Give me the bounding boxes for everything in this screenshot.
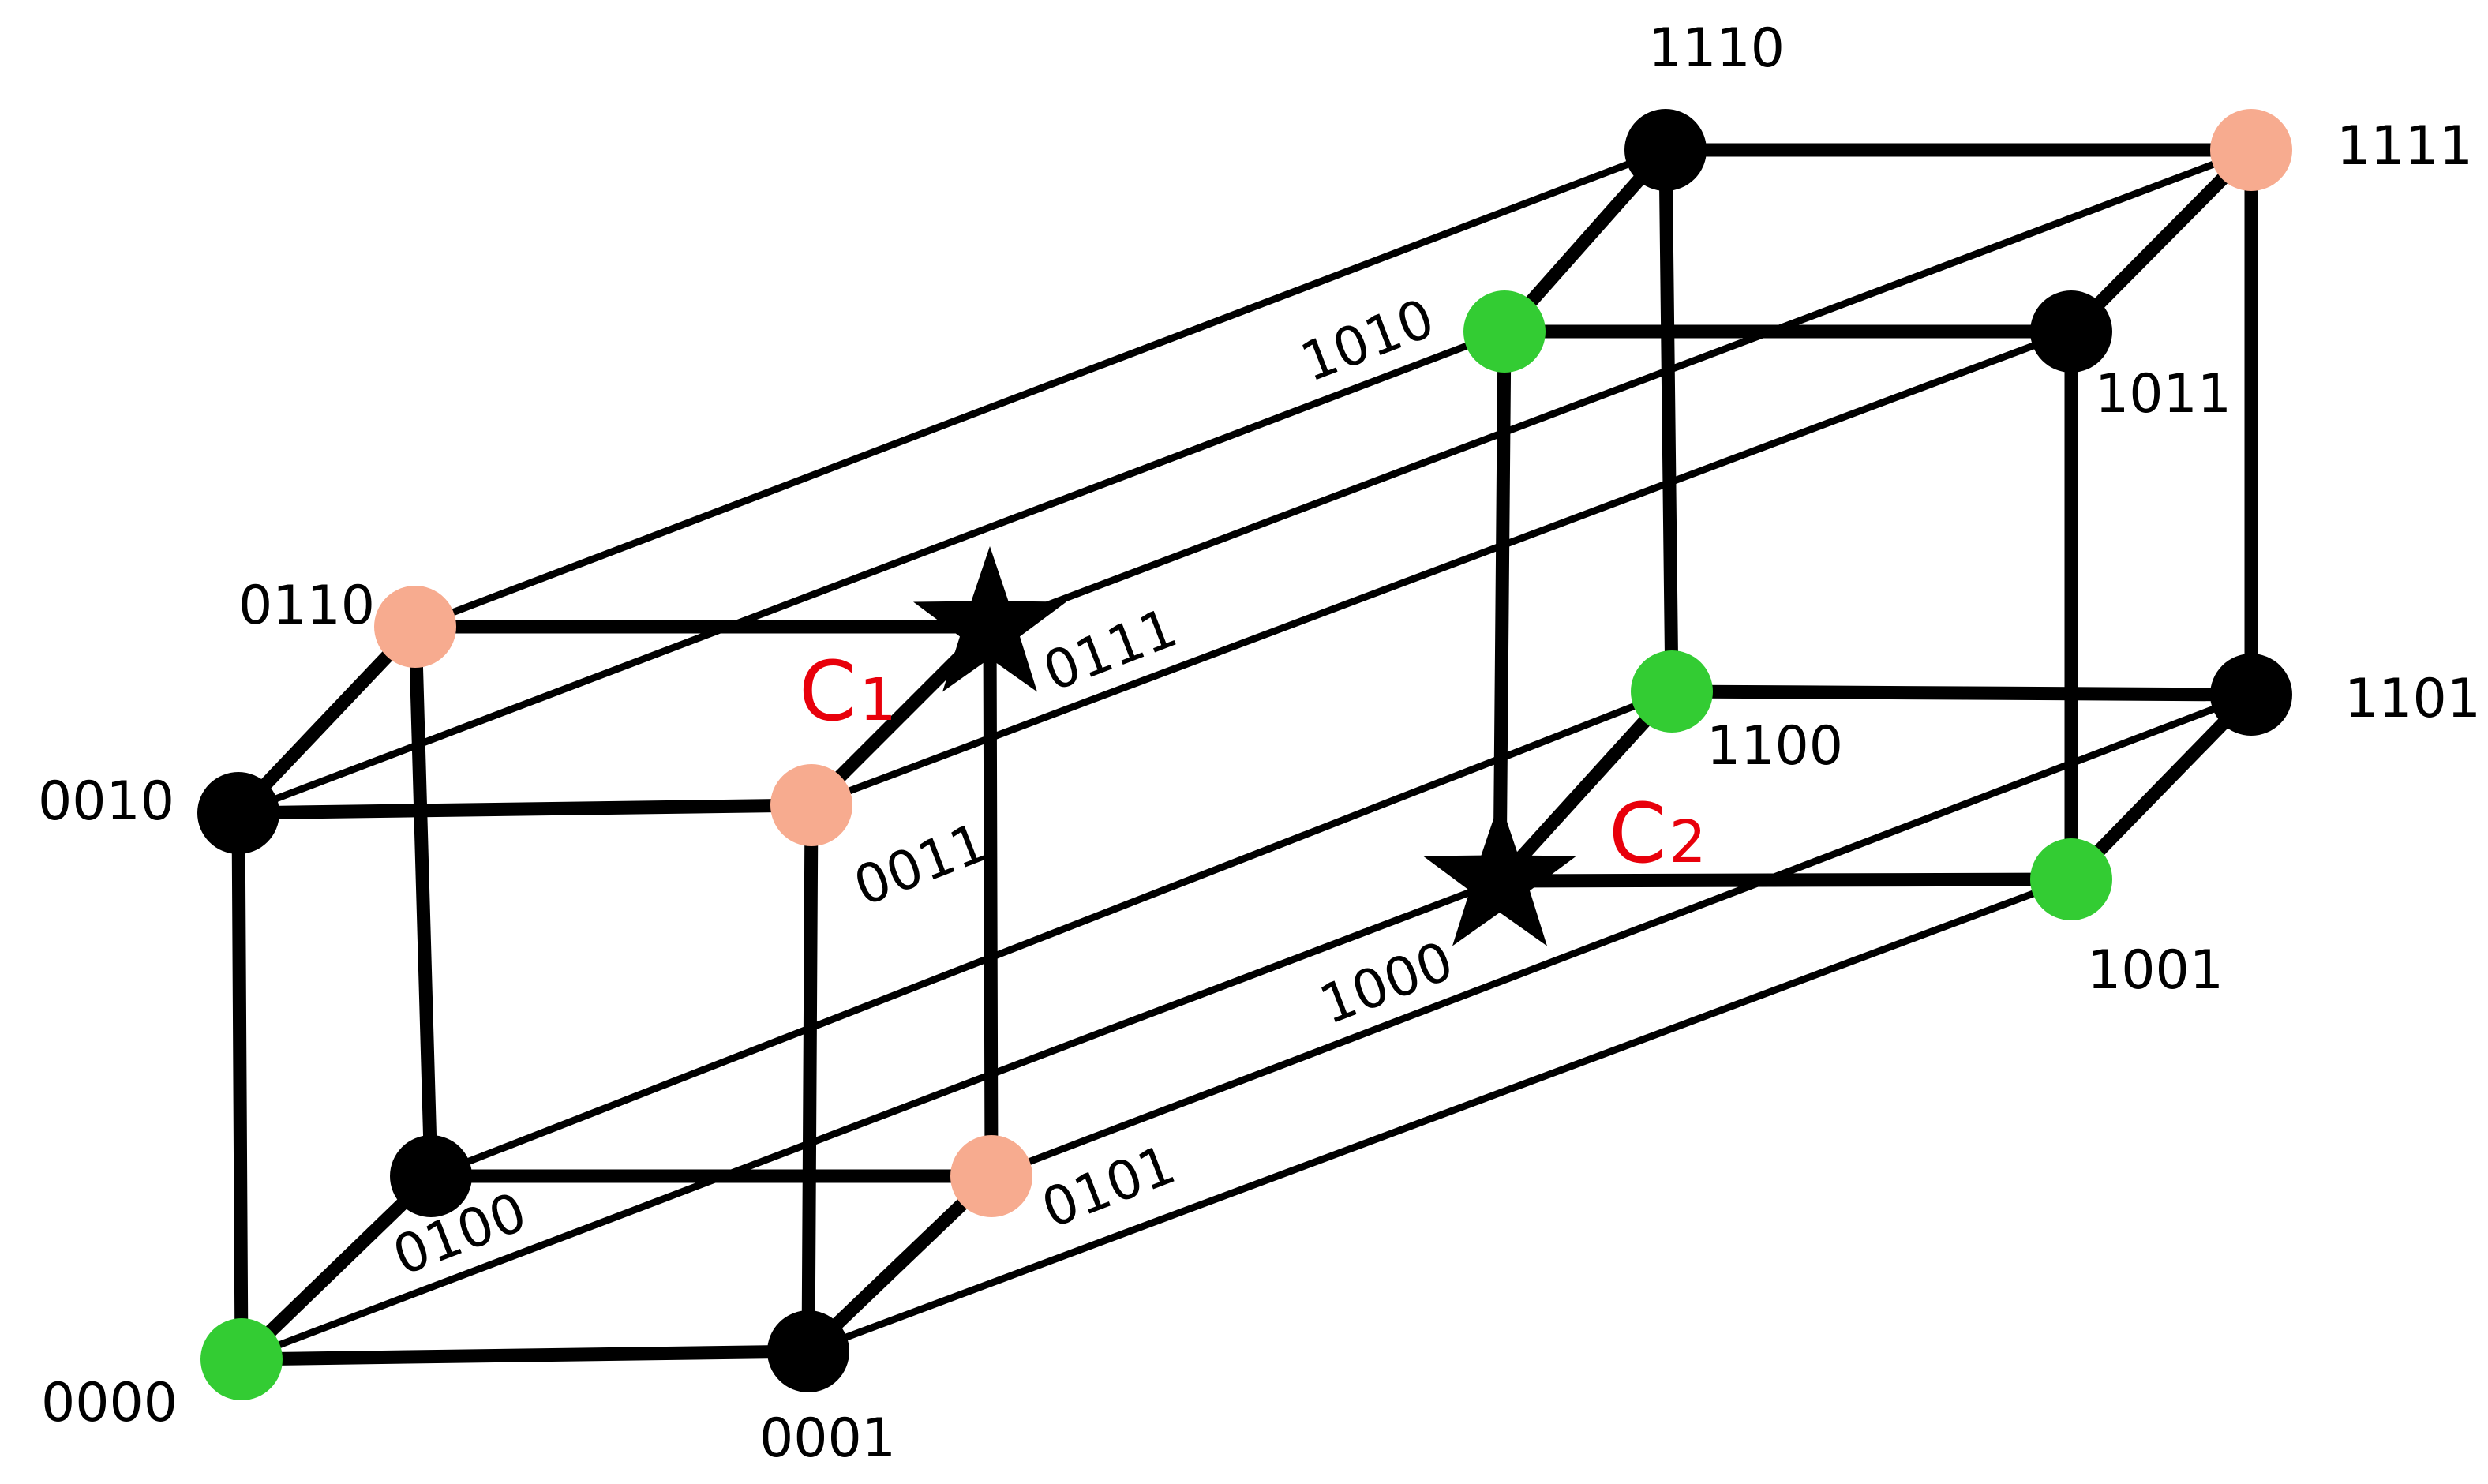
vertex-1111 xyxy=(2210,109,2292,191)
edge-0111-1111 xyxy=(986,146,2255,631)
edge-0101-0111 xyxy=(983,620,999,1183)
vertex-0000 xyxy=(200,1318,283,1400)
vertex-0010 xyxy=(197,772,279,854)
vertex-label-1100: 1100 xyxy=(1707,715,1843,778)
vertex-1010 xyxy=(1463,290,1546,373)
vertex-label-1111: 1111 xyxy=(2336,115,2473,178)
vertex-label-1011: 1011 xyxy=(2095,363,2231,425)
vertex-label-1010: 1010 xyxy=(1293,287,1443,395)
edge-0101-1101 xyxy=(987,691,2255,1180)
cluster-label-c1: C1 xyxy=(799,643,897,740)
edge-1000-1010 xyxy=(1493,324,1512,888)
edge-0010-0011 xyxy=(231,798,819,820)
edge-0000-1000 xyxy=(238,877,1504,1363)
vertex-0001 xyxy=(767,1310,849,1392)
edge-1100-1110 xyxy=(1658,143,1679,699)
edge-1000-1001 xyxy=(1493,872,2078,888)
vertex-0110 xyxy=(374,586,456,668)
vertex-label-0001: 0001 xyxy=(759,1407,896,1470)
nodes-layer xyxy=(197,109,2292,1400)
edge-0000-0001 xyxy=(234,1344,815,1366)
vertex-label-0000: 0000 xyxy=(41,1372,178,1434)
vertex-1100 xyxy=(1631,650,1713,733)
cluster-label-c2: C2 xyxy=(1609,785,1707,882)
edge-0000-0010 xyxy=(231,806,249,1366)
vertex-label-0111: 0111 xyxy=(1036,597,1186,704)
edge-1011-1111 xyxy=(2064,143,2258,339)
vertex-1001 xyxy=(2030,838,2112,920)
edge-0011-1011 xyxy=(807,328,2075,809)
vertex-label-0011: 0011 xyxy=(846,811,996,919)
vertex-0111 xyxy=(913,546,1066,692)
edge-0001-0101 xyxy=(801,1169,999,1358)
vertex-label-0110: 0110 xyxy=(238,575,375,637)
edge-0110-1110 xyxy=(411,146,1669,631)
vertex-label-1001: 1001 xyxy=(2087,939,2224,1002)
edge-1001-1101 xyxy=(2064,688,2258,886)
vertex-0101 xyxy=(950,1135,1032,1217)
vertex-label-1101: 1101 xyxy=(2344,668,2481,730)
edge-0010-0110 xyxy=(231,620,422,820)
edge-0001-0011 xyxy=(801,798,819,1358)
vertex-0011 xyxy=(770,764,852,846)
vertex-0100 xyxy=(390,1135,472,1217)
edge-0010-1010 xyxy=(234,328,1508,817)
edge-0001-1001 xyxy=(804,875,2075,1355)
edge-0100-1100 xyxy=(427,688,1676,1180)
edges-layer xyxy=(231,143,2258,1366)
vertex-label-1110: 1110 xyxy=(1648,17,1785,80)
vertex-label-0010: 0010 xyxy=(38,770,174,833)
vertex-1101 xyxy=(2210,654,2292,736)
vertex-1110 xyxy=(1624,109,1707,191)
vertex-1000 xyxy=(1423,800,1576,946)
edge-0100-0110 xyxy=(408,620,438,1183)
edge-0000-0100 xyxy=(234,1169,438,1366)
vertex-1011 xyxy=(2030,290,2112,373)
edge-1000-1100 xyxy=(1493,684,1679,888)
edge-1100-1101 xyxy=(1665,684,2258,702)
